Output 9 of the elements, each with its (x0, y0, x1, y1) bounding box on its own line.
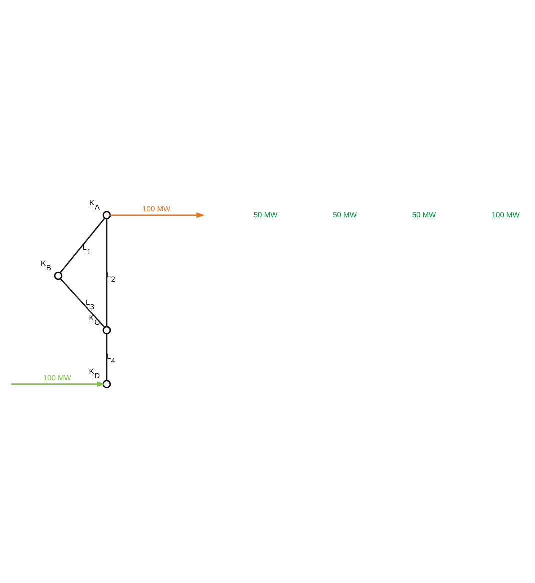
arrow (11, 382, 106, 388)
node-circle (102, 380, 112, 389)
connector (60, 218, 106, 274)
node-circle (102, 326, 112, 335)
node-circle (54, 272, 63, 280)
node-circle (102, 211, 112, 220)
arrow (110, 212, 205, 218)
connector (106, 218, 108, 327)
connector (106, 334, 108, 381)
